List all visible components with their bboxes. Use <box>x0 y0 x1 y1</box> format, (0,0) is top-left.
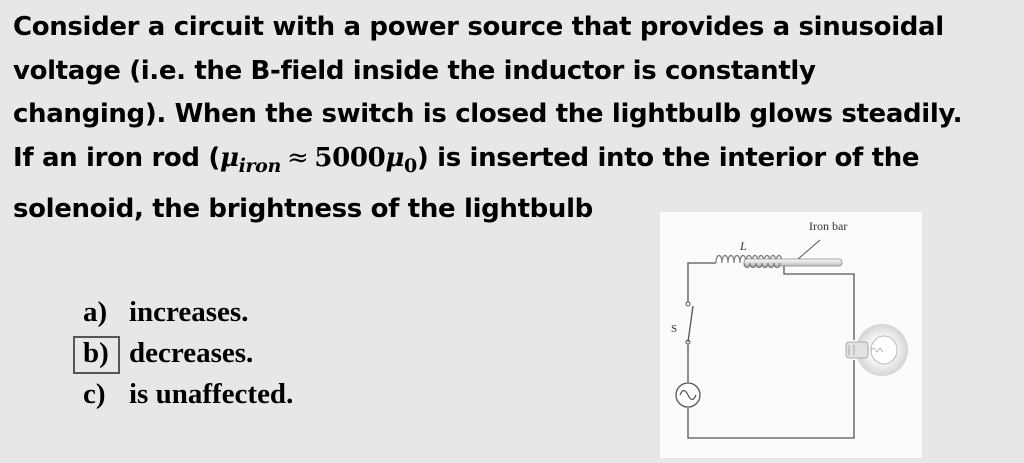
circuit-wires <box>687 262 855 439</box>
wire-top-right <box>778 262 855 340</box>
question-line-5: solenoid, the brightness of the lightbul… <box>13 194 593 224</box>
answer-highlight-box <box>73 336 120 374</box>
mu-symbol-iron: μ <box>219 142 239 173</box>
mu-symbol-zero: μ <box>385 142 405 173</box>
permeability-expression: μiron≈5000μ0 <box>219 142 417 177</box>
question-line-4-start: If an iron rod ( <box>13 142 220 173</box>
question-text: Consider a circuit with a power source t… <box>13 6 1018 232</box>
option-a[interactable]: a) increases. <box>73 292 293 333</box>
option-text: is unaffected. <box>129 378 294 410</box>
answer-options: a) increases. b) decreases. c) is unaffecte… <box>73 292 293 415</box>
switch-label: S <box>671 323 677 335</box>
zero-subscript: 0 <box>404 154 417 177</box>
approx-symbol: ≈ <box>286 142 309 173</box>
option-letter: a) <box>83 296 108 328</box>
question-line-4: If an iron rod (μiron≈5000μ0) is inserte… <box>13 137 1018 189</box>
permeability-factor: 5000 <box>314 142 386 173</box>
wire-bottom-right <box>687 360 855 439</box>
circuit-diagram: Iron bar L S <box>671 219 908 439</box>
lightbulb-filament <box>869 347 884 353</box>
iron-bar-label: Iron bar <box>809 219 847 233</box>
option-b[interactable]: b) decreases. <box>73 333 293 374</box>
option-c[interactable]: c) is unaffected. <box>73 374 293 415</box>
iron-subscript: iron <box>238 154 282 177</box>
wire-top-left <box>687 262 716 304</box>
solenoid-inductor <box>715 254 843 269</box>
lightbulb-socket <box>845 341 869 359</box>
option-text: decreases. <box>129 337 254 369</box>
question-line-1: Consider a circuit with a power source t… <box>13 12 944 42</box>
inductor-label: L <box>739 239 747 253</box>
switch <box>685 301 694 345</box>
option-letter: c) <box>83 378 106 410</box>
option-letter: b) <box>83 337 109 369</box>
circuit-figure: Iron bar L S <box>660 212 922 458</box>
question-line-4-end: ) is inserted into the interior of the <box>416 142 920 173</box>
ac-source <box>675 382 701 408</box>
lightbulb <box>845 324 908 376</box>
question-line-2: voltage (i.e. the B-field inside the ind… <box>13 55 816 86</box>
iron-bar <box>743 258 843 267</box>
option-text: increases. <box>129 296 249 328</box>
question-line-3: changing). When the switch is closed the… <box>13 99 963 129</box>
